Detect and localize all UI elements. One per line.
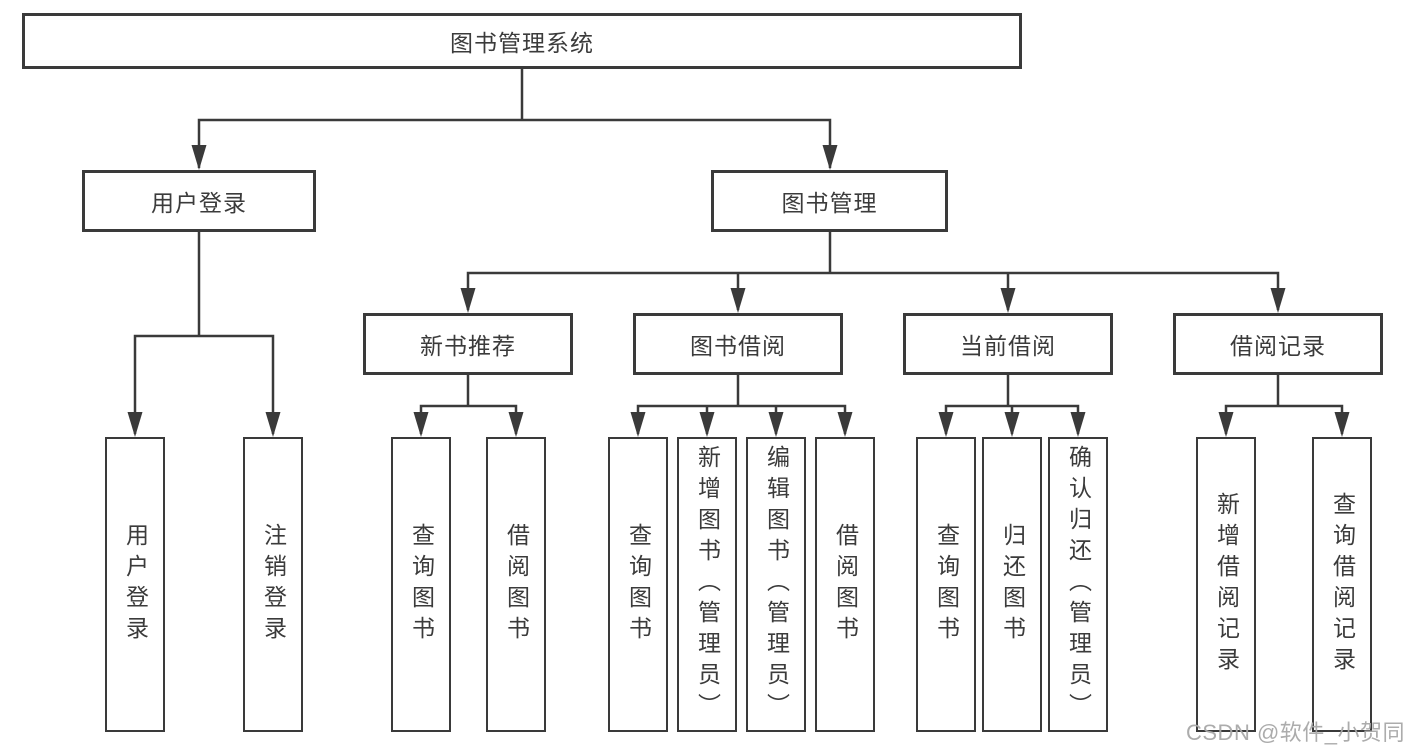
connector-lines — [133, 68, 1344, 434]
leaf-label: 用户登录 — [122, 522, 149, 647]
arrow-down-icon — [1000, 288, 1016, 313]
leaf-label: 查询图书 — [933, 522, 960, 647]
leaf-user-login: 用户登录 — [105, 437, 165, 732]
leaf-label: 新增借阅记录 — [1213, 491, 1240, 678]
leaf-label: 借阅图书 — [503, 522, 530, 647]
node-user-login: 用户登录 — [82, 170, 316, 232]
leaf-current-query-books: 查询图书 — [916, 437, 976, 732]
node-label: 图书管理系统 — [450, 30, 594, 56]
leaf-label: 注销登录 — [260, 522, 287, 647]
arrow-down-icon — [837, 412, 853, 437]
arrow-down-icon — [1004, 412, 1020, 437]
arrow-down-icon — [508, 412, 524, 437]
arrow-down-icon — [699, 412, 715, 437]
node-label: 图书管理 — [781, 190, 878, 216]
csdn-watermark: CSDN @软件_小贺同学 — [1186, 720, 1405, 745]
arrow-down-icon — [768, 412, 784, 437]
leaf-logout: 注销登录 — [243, 437, 303, 732]
arrow-down-icon — [1218, 412, 1234, 437]
node-root-system: 图书管理系统 — [22, 13, 1022, 69]
node-current-borrow: 当前借阅 — [903, 313, 1113, 375]
leaf-add-books-admin: 新增图书（管理员） — [677, 437, 737, 732]
arrow-down-icon — [460, 288, 476, 313]
node-book-borrow: 图书借阅 — [633, 313, 843, 375]
arrow-down-icon — [938, 412, 954, 437]
node-label: 图书借阅 — [690, 333, 786, 359]
leaf-label: 查询图书 — [625, 522, 652, 647]
arrow-down-icon — [630, 412, 646, 437]
leaf-query-borrow-record: 查询借阅记录 — [1312, 437, 1372, 732]
leaf-newbooks-borrow-books: 借阅图书 — [486, 437, 546, 732]
arrow-down-icon — [1334, 412, 1350, 437]
arrow-down-icon — [730, 288, 746, 313]
leaf-edit-books-admin: 编辑图书（管理员） — [746, 437, 806, 732]
arrow-down-icon — [265, 412, 281, 437]
node-borrow-records: 借阅记录 — [1173, 313, 1383, 375]
arrow-down-icon — [1070, 412, 1086, 437]
arrow-down-icon — [822, 145, 838, 170]
node-label: 新书推荐 — [420, 333, 516, 359]
node-new-book-recommend: 新书推荐 — [363, 313, 573, 375]
leaf-borrow-query-books: 查询图书 — [608, 437, 668, 732]
arrow-down-icon — [191, 145, 207, 170]
node-book-management: 图书管理 — [711, 170, 948, 232]
node-label: 当前借阅 — [960, 333, 1056, 359]
leaf-label: 确认归还（管理员） — [1065, 445, 1092, 724]
arrow-down-icon — [413, 412, 429, 437]
arrow-down-icon — [1270, 288, 1286, 313]
leaf-label: 查询图书 — [408, 522, 435, 647]
leaf-label: 编辑图书（管理员） — [763, 445, 790, 724]
leaf-newbooks-query-books: 查询图书 — [391, 437, 451, 732]
leaf-confirm-return-admin: 确认归还（管理员） — [1048, 437, 1108, 732]
leaf-borrow-borrow-books: 借阅图书 — [815, 437, 875, 732]
leaf-label: 查询借阅记录 — [1329, 491, 1356, 678]
leaf-label: 归还图书 — [999, 522, 1026, 647]
leaf-label: 借阅图书 — [832, 522, 859, 647]
arrow-down-icon — [127, 412, 143, 437]
node-label: 用户登录 — [151, 190, 247, 216]
node-label: 借阅记录 — [1230, 333, 1326, 359]
leaf-add-borrow-record: 新增借阅记录 — [1196, 437, 1256, 732]
leaf-label: 新增图书（管理员） — [694, 445, 721, 724]
leaf-return-books: 归还图书 — [982, 437, 1042, 732]
